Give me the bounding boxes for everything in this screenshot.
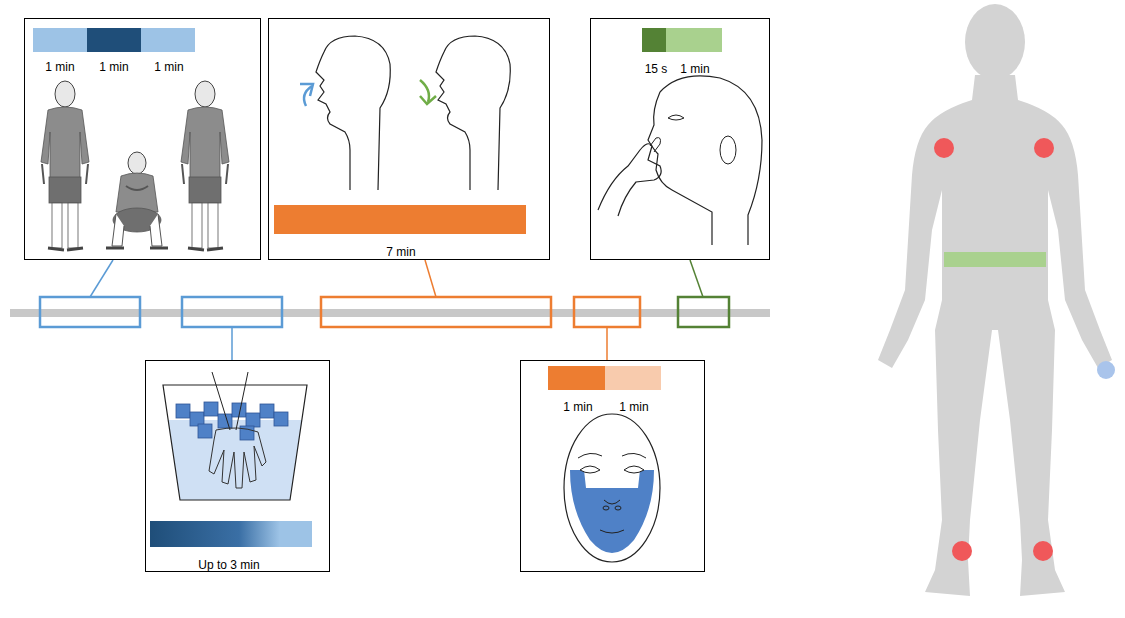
duration-label: 1 min — [619, 400, 648, 414]
duration-label: 1 min — [563, 400, 592, 414]
duration-label: 7 min — [386, 245, 415, 259]
duration-label: 1 min — [45, 60, 74, 74]
duration-label: 15 s — [645, 62, 668, 76]
step-panel: 1 min 1 min 1 min — [24, 18, 261, 260]
step-panel: 15 s 1 min — [590, 18, 770, 260]
timeline-boxes — [40, 297, 729, 327]
step-panel: 7 min — [268, 18, 550, 260]
step-panel: 1 min 1 min — [520, 360, 705, 572]
cold-pressor-illustration — [150, 372, 312, 547]
duration-label: 1 min — [680, 62, 709, 76]
duration-label: 1 min — [99, 60, 128, 74]
timeline-axis — [10, 309, 770, 317]
finger-sensor — [1097, 361, 1115, 379]
squat-illustration — [33, 28, 229, 250]
face-cooling-illustration — [548, 366, 661, 562]
electrode-dots — [934, 138, 1054, 561]
step-panel: Up to 3 min — [145, 360, 330, 572]
breathing-illustration — [274, 36, 526, 234]
nose-pinch-illustration — [598, 28, 762, 245]
duration-label: Up to 3 min — [198, 558, 259, 572]
duration-label: 1 min — [154, 60, 183, 74]
body-figure — [878, 4, 1115, 596]
leader-lines — [90, 260, 703, 360]
belt-sensor — [944, 252, 1046, 267]
